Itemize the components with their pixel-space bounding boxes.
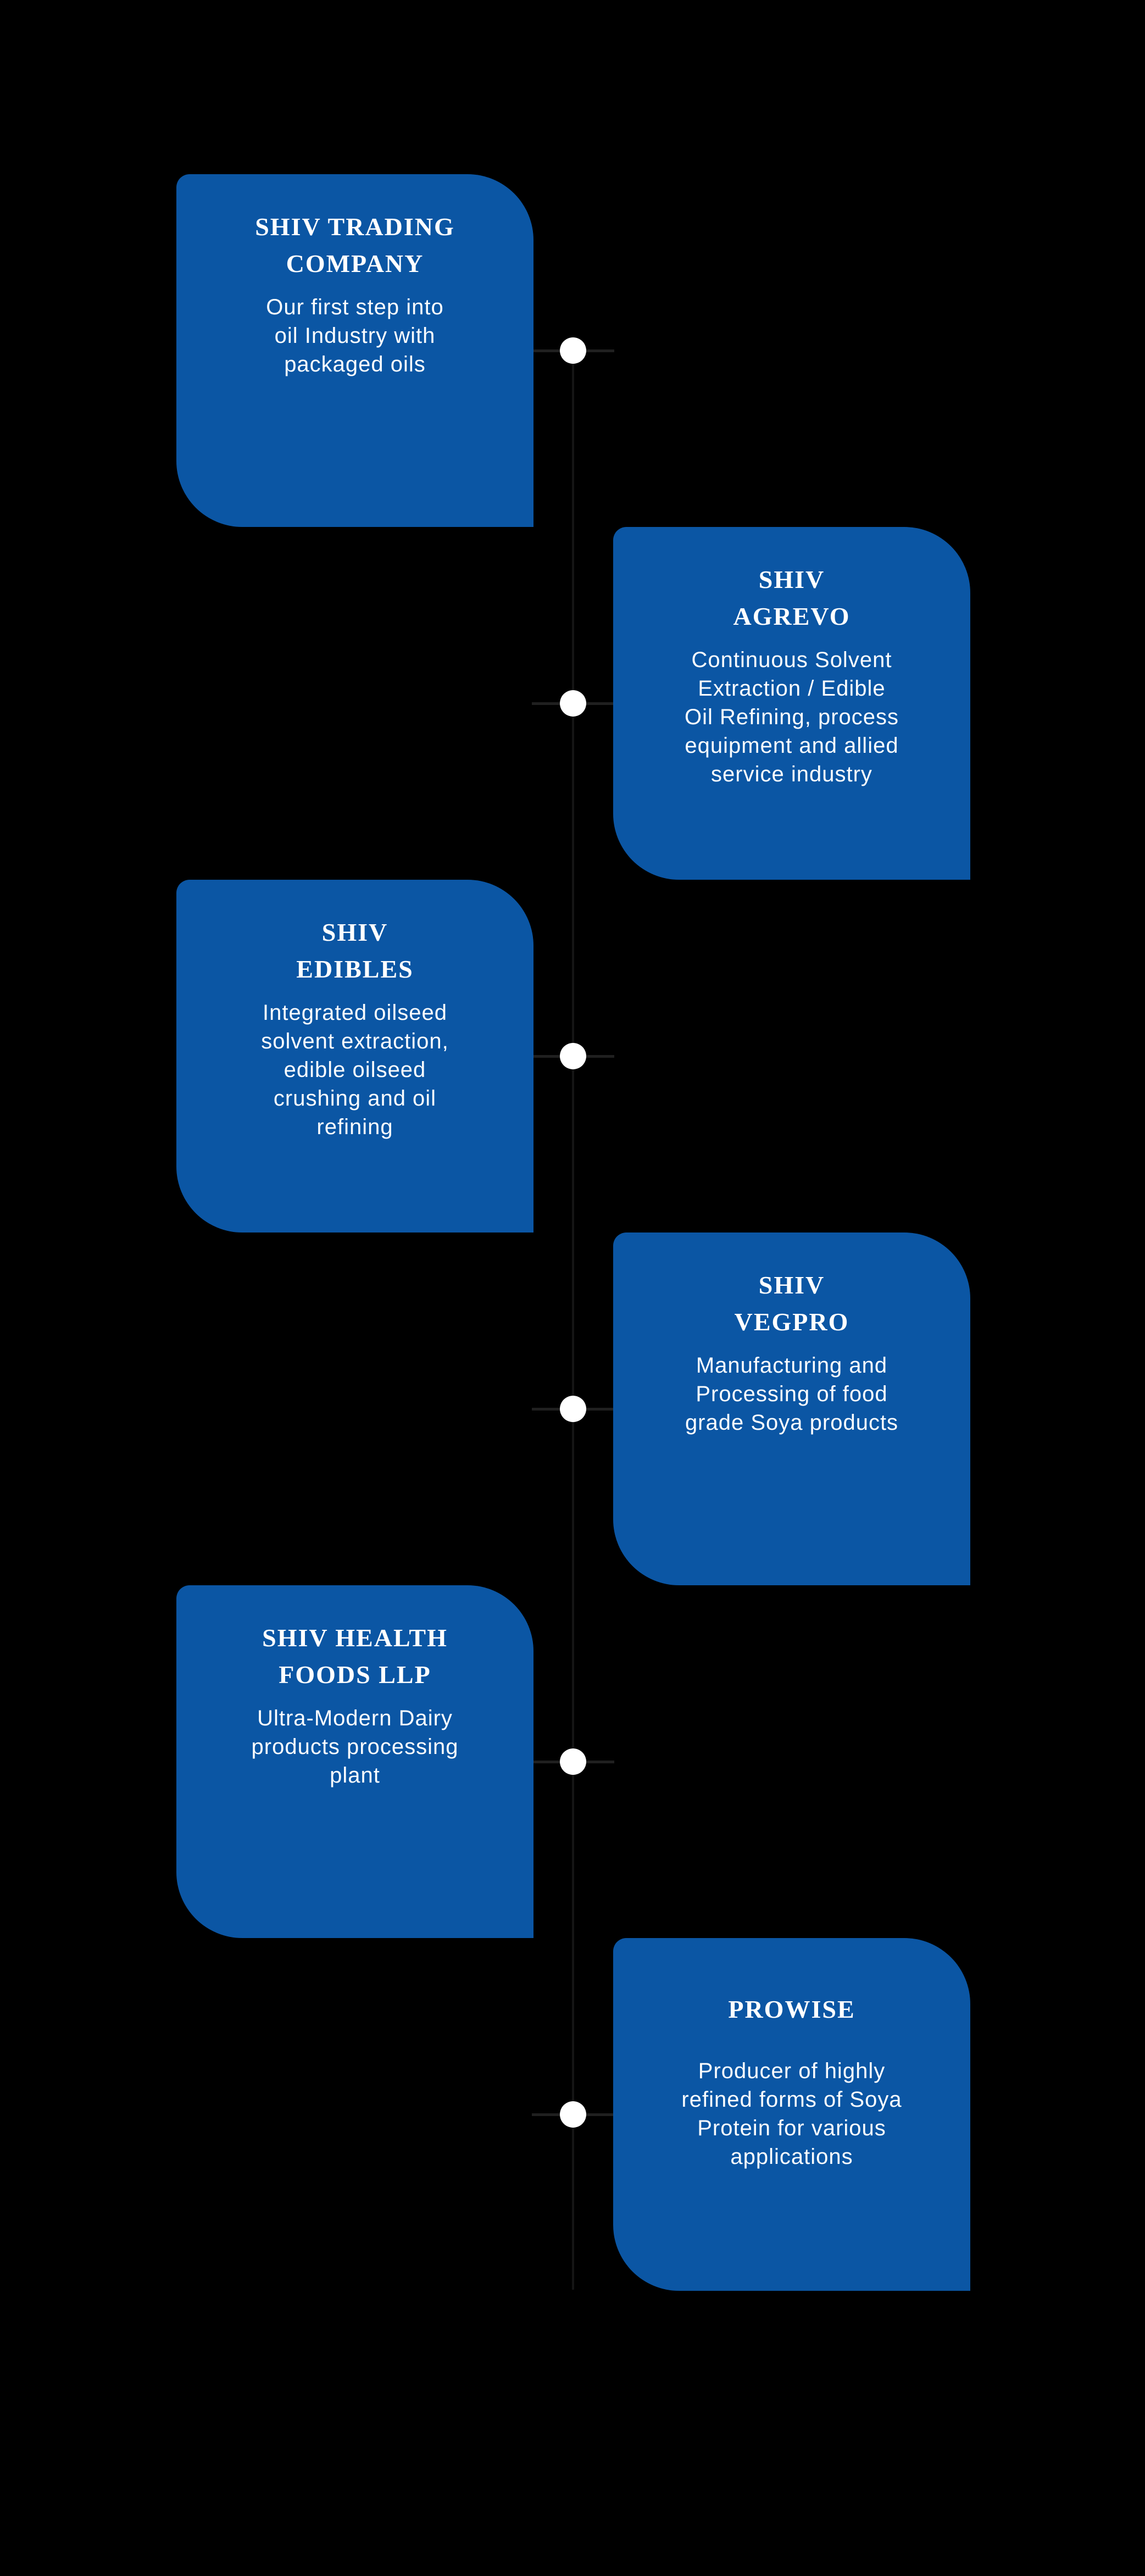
timeline-dot bbox=[560, 337, 586, 364]
card-title: SHIV TRADING COMPANY bbox=[255, 213, 455, 277]
timeline-spine bbox=[572, 352, 574, 2290]
timeline-dot bbox=[560, 1043, 586, 1069]
card-description: Ultra-Modern Dairy products processing p… bbox=[251, 1706, 459, 1787]
card-description: Integrated oilseed solvent extraction, e… bbox=[261, 1001, 449, 1139]
timeline-card-shiv-edibles: SHIV EDIBLES Integrated oilseed solvent … bbox=[176, 880, 533, 1233]
card-title: PROWISE bbox=[728, 1995, 855, 2023]
card-title: SHIV HEALTH FOODS LLP bbox=[262, 1624, 448, 1689]
timeline-card-shiv-trading-company: SHIV TRADING COMPANY Our first step into… bbox=[176, 174, 533, 527]
card-description: Our first step into oil Industry with pa… bbox=[266, 295, 444, 376]
timeline-dot bbox=[560, 1748, 586, 1775]
card-title: SHIV VEGPRO bbox=[734, 1271, 849, 1336]
timeline-card-prowise: PROWISE Producer of highly refined forms… bbox=[613, 1938, 970, 2291]
card-description: Continuous Solvent Extraction / Edible O… bbox=[684, 648, 899, 786]
timeline-dot bbox=[560, 1396, 586, 1422]
timeline-card-shiv-vegpro: SHIV VEGPRO Manufacturing and Processing… bbox=[613, 1233, 970, 1585]
card-description: Producer of highly refined forms of Soya… bbox=[681, 2059, 902, 2169]
card-title: SHIV EDIBLES bbox=[296, 918, 414, 983]
card-title: SHIV AGREVO bbox=[733, 565, 851, 630]
timeline-dot bbox=[560, 690, 586, 717]
card-description: Manufacturing and Processing of food gra… bbox=[685, 1353, 899, 1435]
timeline-dot bbox=[560, 2101, 586, 2128]
timeline-card-shiv-health-foods-llp: SHIV HEALTH FOODS LLP Ultra-Modern Dairy… bbox=[176, 1585, 533, 1938]
timeline-card-shiv-agrevo: SHIV AGREVO Continuous Solvent Extractio… bbox=[613, 527, 970, 880]
